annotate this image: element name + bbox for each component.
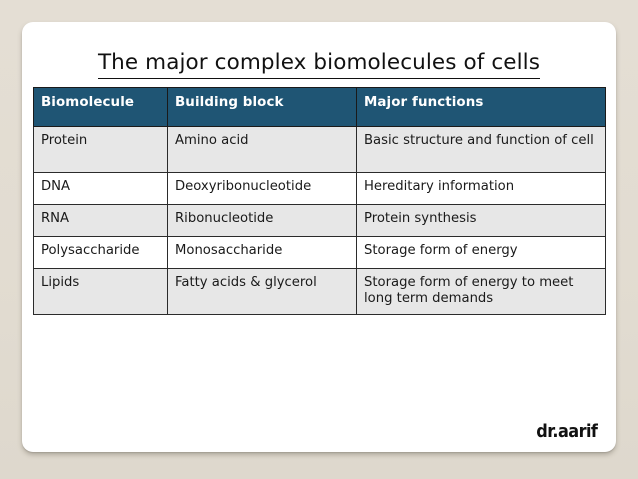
cell-major-functions: Protein synthesis (356, 204, 606, 237)
page-title-text: The major complex biomolecules of cells (97, 49, 541, 79)
table-row: Protein Amino acid Basic structure and f… (33, 126, 606, 173)
table-body: Protein Amino acid Basic structure and f… (33, 126, 606, 315)
table-row: Polysaccharide Monosaccharide Storage fo… (33, 236, 606, 269)
author-watermark: dr.aarif (535, 422, 598, 442)
cell-building-block: Amino acid (167, 126, 357, 173)
table-row: Lipids Fatty acids & glycerol Storage fo… (33, 268, 606, 315)
biomolecules-table: Biomolecule Building block Major functio… (33, 87, 606, 315)
cell-biomolecule: DNA (33, 172, 168, 205)
cell-major-functions: Basic structure and function of cell (356, 126, 606, 173)
cell-biomolecule: Lipids (33, 268, 168, 315)
table-header-row: Biomolecule Building block Major functio… (33, 87, 606, 127)
slide-card: The major complex biomolecules of cells … (22, 22, 616, 452)
table-header: Biomolecule Building block Major functio… (33, 87, 606, 127)
table-row: DNA Deoxyribonucleotide Hereditary infor… (33, 172, 606, 205)
cell-building-block: Monosaccharide (167, 236, 357, 269)
cell-building-block: Ribonucleotide (167, 204, 357, 237)
cell-biomolecule: Protein (33, 126, 168, 173)
column-header-major-functions: Major functions (356, 87, 606, 127)
cell-major-functions: Hereditary information (356, 172, 606, 205)
table-row: RNA Ribonucleotide Protein synthesis (33, 204, 606, 237)
column-header-biomolecule: Biomolecule (33, 87, 168, 127)
cell-building-block: Fatty acids & glycerol (167, 268, 357, 315)
cell-building-block: Deoxyribonucleotide (167, 172, 357, 205)
cell-major-functions: Storage form of energy to meet long term… (356, 268, 606, 315)
cell-biomolecule: RNA (33, 204, 168, 237)
cell-biomolecule: Polysaccharide (33, 236, 168, 269)
cell-major-functions: Storage form of energy (356, 236, 606, 269)
page-title: The major complex biomolecules of cells (22, 49, 616, 79)
column-header-building-block: Building block (167, 87, 357, 127)
